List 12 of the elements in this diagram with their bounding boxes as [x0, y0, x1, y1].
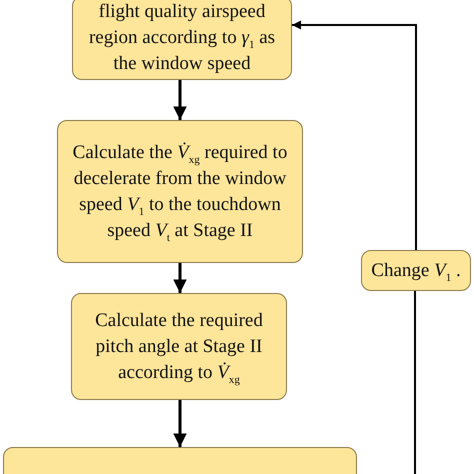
box-text: Change V$_{1}$ .	[371, 258, 461, 284]
box-text: Calculate the required pitch angle at Stage II according to V̇$_{xg}$	[94, 308, 264, 386]
process-box	[71, 293, 287, 400]
connector-line	[414, 291, 416, 474]
arrow	[173, 80, 187, 120]
arrow	[173, 263, 187, 293]
box-text: Calculate the V̇$_{xg}$ required to decelerate from the window speed V$_{1}$ to the touchdown speed V$_{t}$ at Stage II	[72, 140, 288, 244]
box-text: flight quality airspeed region according to γ$_{1}$ as the window speed	[88, 0, 276, 76]
process-box	[57, 120, 303, 263]
process-box	[361, 250, 471, 291]
arrow	[173, 400, 187, 447]
process-box	[72, 0, 292, 80]
